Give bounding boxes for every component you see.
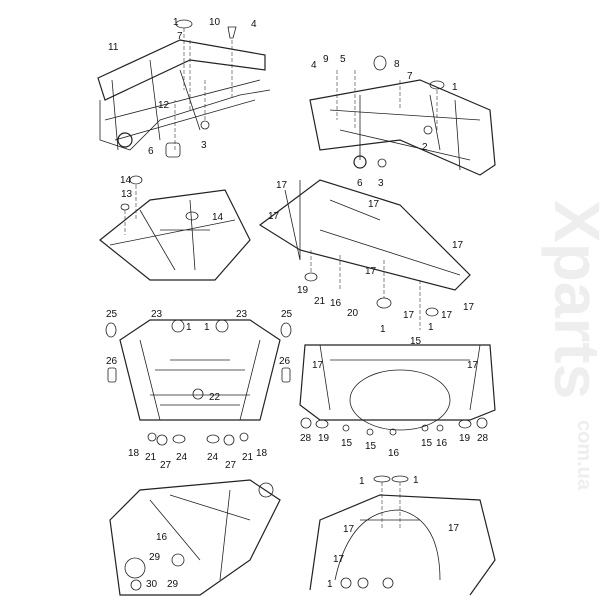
- part-label-17: 17: [312, 360, 324, 371]
- part-label-6: 6: [148, 146, 154, 157]
- panel-rear-right-floor: [309, 55, 496, 176]
- part-label-13: 13: [121, 189, 133, 200]
- panel-center-floor: [99, 175, 251, 281]
- part-label-30: 30: [146, 579, 158, 590]
- panel-wheel-arch-left: [109, 479, 281, 596]
- part-label-5: 5: [340, 54, 346, 65]
- part-label-1: 1: [452, 82, 458, 93]
- part-label-14: 14: [120, 175, 132, 186]
- panel-rear-underbody: [299, 344, 496, 436]
- part-label-8: 8: [394, 59, 400, 70]
- part-label-27: 27: [160, 460, 172, 471]
- part-label-24: 24: [207, 452, 219, 463]
- part-label-1: 1: [186, 322, 192, 333]
- part-label-16: 16: [436, 438, 448, 449]
- part-label-19: 19: [297, 285, 309, 296]
- part-label-1: 1: [327, 579, 333, 590]
- part-label-15: 15: [410, 336, 422, 347]
- part-label-28: 28: [477, 433, 489, 444]
- panel-rear-left-floor: [97, 19, 271, 158]
- part-label-16: 16: [388, 448, 400, 459]
- part-label-10: 10: [209, 17, 221, 28]
- part-label-17: 17: [403, 310, 415, 321]
- part-label-17: 17: [343, 524, 355, 535]
- part-label-11: 11: [108, 42, 119, 53]
- part-label-17: 17: [452, 240, 464, 251]
- part-label-16: 16: [330, 298, 342, 309]
- part-label-17: 17: [268, 211, 280, 222]
- part-label-15: 15: [341, 438, 353, 449]
- part-label-25: 25: [106, 309, 118, 320]
- part-label-26: 26: [106, 356, 118, 367]
- part-label-17: 17: [333, 554, 345, 565]
- part-label-27: 27: [225, 460, 237, 471]
- part-label-14: 14: [212, 212, 224, 223]
- watermark-domain: com.ua: [573, 420, 595, 491]
- part-label-29: 29: [149, 552, 161, 563]
- part-label-17: 17: [467, 360, 479, 371]
- part-label-21: 21: [242, 452, 254, 463]
- watermark-brand: Xparts: [541, 200, 600, 399]
- part-label-1: 1: [204, 322, 210, 333]
- part-label-2: 2: [422, 142, 428, 153]
- part-label-20: 20: [347, 308, 359, 319]
- part-label-18: 18: [128, 448, 140, 459]
- part-label-16: 16: [156, 532, 168, 543]
- part-label-18: 18: [256, 448, 268, 459]
- part-label-28: 28: [300, 433, 312, 444]
- part-label-23: 23: [151, 309, 163, 320]
- part-label-17: 17: [365, 266, 377, 277]
- panel-front-underbody: [105, 319, 292, 446]
- part-label-7: 7: [407, 71, 413, 82]
- part-label-4: 4: [251, 19, 257, 30]
- part-label-1: 1: [413, 475, 419, 486]
- part-label-19: 19: [459, 433, 471, 444]
- part-label-17: 17: [463, 302, 475, 313]
- panel-side-sill: [258, 179, 471, 330]
- part-label-12: 12: [158, 100, 170, 111]
- part-label-1: 1: [428, 322, 434, 333]
- part-label-6: 6: [357, 178, 363, 189]
- part-label-17: 17: [276, 180, 288, 191]
- part-label-25: 25: [281, 309, 293, 320]
- part-label-22: 22: [209, 392, 221, 403]
- part-label-9: 9: [323, 54, 329, 65]
- part-label-17: 17: [448, 523, 460, 534]
- part-label-17: 17: [441, 310, 453, 321]
- part-label-1: 1: [380, 324, 386, 335]
- part-label-4: 4: [311, 60, 317, 71]
- panel-wheel-arch-right: [309, 475, 496, 596]
- part-label-1: 1: [359, 476, 365, 487]
- part-label-15: 15: [365, 441, 377, 452]
- part-label-21: 21: [314, 296, 326, 307]
- part-label-19: 19: [318, 433, 330, 444]
- part-label-7: 7: [177, 31, 183, 42]
- part-label-3: 3: [201, 140, 207, 151]
- part-label-17: 17: [368, 199, 380, 210]
- part-label-3: 3: [378, 178, 384, 189]
- part-label-26: 26: [279, 356, 291, 367]
- part-label-23: 23: [236, 309, 248, 320]
- part-label-15: 15: [421, 438, 433, 449]
- part-label-21: 21: [145, 452, 157, 463]
- part-label-1: 1: [173, 17, 179, 28]
- part-label-24: 24: [176, 452, 188, 463]
- part-label-29: 29: [167, 579, 179, 590]
